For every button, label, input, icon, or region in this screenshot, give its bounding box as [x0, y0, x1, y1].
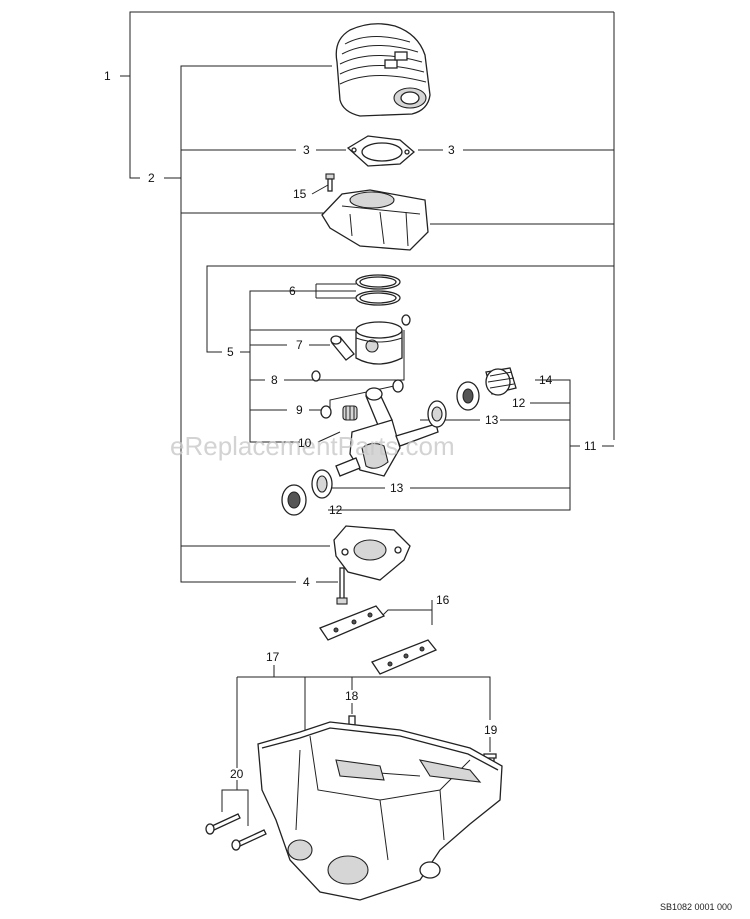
- callout-14: 14: [539, 373, 553, 387]
- screw-part-20b: [231, 829, 267, 851]
- callout-12-lower: 12: [329, 503, 343, 517]
- plate-part-16a: [319, 605, 386, 641]
- piston-part: [355, 321, 403, 365]
- bearing-part-13b: [311, 469, 333, 499]
- cylinder-gasket-part: [346, 135, 415, 167]
- oil-seal-part-12b: [281, 484, 307, 516]
- callout-18: 18: [345, 689, 359, 703]
- bolt-part-4: [336, 567, 348, 605]
- callout-3-right: 3: [448, 143, 455, 157]
- callout-4: 4: [303, 575, 310, 589]
- callout-9: 9: [296, 403, 303, 417]
- callout-20: 20: [230, 767, 244, 781]
- leader-lines: [120, 11, 615, 826]
- callout-3-left: 3: [303, 143, 310, 157]
- callout-16: 16: [436, 593, 450, 607]
- callout-13-upper: 13: [485, 413, 499, 427]
- crankcase-part: [257, 721, 503, 901]
- washer-part-9: [320, 379, 404, 419]
- callout-6: 6: [289, 284, 296, 298]
- callout-19: 19: [484, 723, 498, 737]
- piston-pin-part: [330, 335, 355, 361]
- crankcase-cover-part: [333, 525, 411, 581]
- callout-7: 7: [296, 338, 303, 352]
- callout-2: 2: [148, 171, 155, 185]
- screw-part-20a: [205, 813, 241, 835]
- callout-15: 15: [293, 187, 307, 201]
- clip-part-8: [311, 370, 321, 382]
- needle-bearing-part: [342, 405, 358, 421]
- piston-clip-part: [401, 314, 411, 326]
- callout-11: 11: [584, 439, 597, 453]
- bearing-part-13a: [427, 400, 447, 428]
- crankshaft-part: [335, 387, 439, 477]
- plate-part-16b: [371, 639, 438, 675]
- callout-labels: 1 2 3 3 4 5 6 7 8 9 10 11 12 12 13 13 14…: [104, 69, 597, 781]
- spacer-part-14: [485, 367, 517, 396]
- callout-12-upper: 12: [512, 396, 526, 410]
- callout-5: 5: [227, 345, 234, 359]
- watermark-text: eReplacementParts.com: [170, 431, 455, 461]
- bolt-part-15: [325, 173, 335, 192]
- callout-10: 10: [298, 436, 312, 450]
- callout-17: 17: [266, 650, 280, 664]
- callout-1: 1: [104, 69, 111, 83]
- callout-13-lower: 13: [390, 481, 404, 495]
- cylinder-base-part: [321, 189, 429, 251]
- document-code: SB1082 0001 000: [660, 902, 732, 912]
- cylinder-part: [335, 23, 431, 117]
- oil-seal-part-12a: [456, 381, 480, 411]
- callout-8: 8: [271, 373, 278, 387]
- piston-rings-part: [355, 274, 401, 306]
